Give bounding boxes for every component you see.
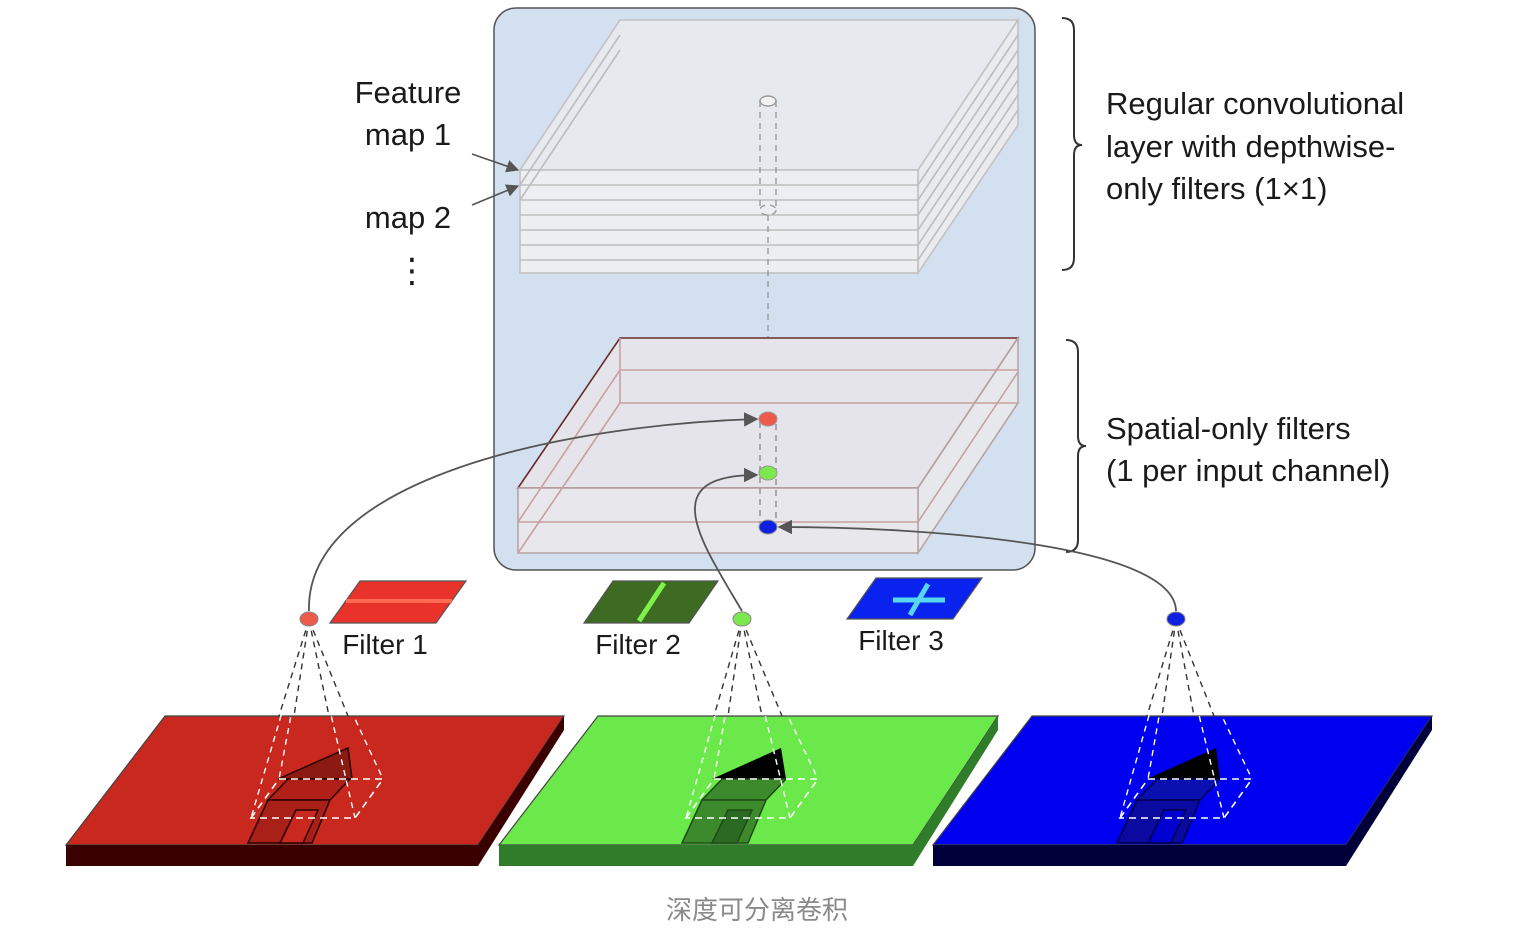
regular-layer-text-2: layer with depthwise- xyxy=(1106,129,1395,164)
spatial-filters-text-2: (1 per input channel) xyxy=(1106,453,1390,488)
filter-2-icon xyxy=(582,580,720,624)
map2-arrow xyxy=(471,184,520,206)
blue-source-dot xyxy=(1166,611,1186,627)
green-channel xyxy=(497,619,1000,866)
feature-map-label-2: map 1 xyxy=(365,117,451,152)
spatial-filters-bracket xyxy=(1065,339,1087,553)
green-connection-arrow xyxy=(694,467,759,612)
blue-output-dot xyxy=(758,519,778,535)
red-source-dot xyxy=(299,611,319,627)
filter-1-label: Filter 1 xyxy=(342,629,428,660)
blue-channel xyxy=(931,619,1434,866)
red-channel xyxy=(64,619,566,866)
red-output-dot xyxy=(758,411,778,427)
green-output-dot xyxy=(758,465,778,481)
map2-label: map 2 xyxy=(365,200,451,235)
feature-map-label-1: Feature xyxy=(355,75,462,110)
filter-3-icon xyxy=(845,577,984,620)
regular-layer-text-3: only filters (1×1) xyxy=(1106,171,1327,206)
filter-3-label: Filter 3 xyxy=(858,625,944,656)
filter-1-icon xyxy=(328,580,468,624)
red-connection-arrow xyxy=(308,412,759,612)
regular-layer-bracket xyxy=(1061,17,1083,271)
regular-layer-text-1: Regular convolutional xyxy=(1106,86,1404,121)
pointwise-layer-block xyxy=(518,17,1020,276)
filter-2-label: Filter 2 xyxy=(595,629,681,660)
ellipsis-label: ⋮ xyxy=(395,252,429,290)
green-source-dot xyxy=(732,611,752,627)
figure-caption: 深度可分离卷积 xyxy=(665,896,848,926)
spatial-filters-text-1: Spatial-only filters xyxy=(1106,411,1351,446)
feature-map1-arrow xyxy=(471,153,520,173)
blue-connection-arrow xyxy=(777,519,1177,612)
